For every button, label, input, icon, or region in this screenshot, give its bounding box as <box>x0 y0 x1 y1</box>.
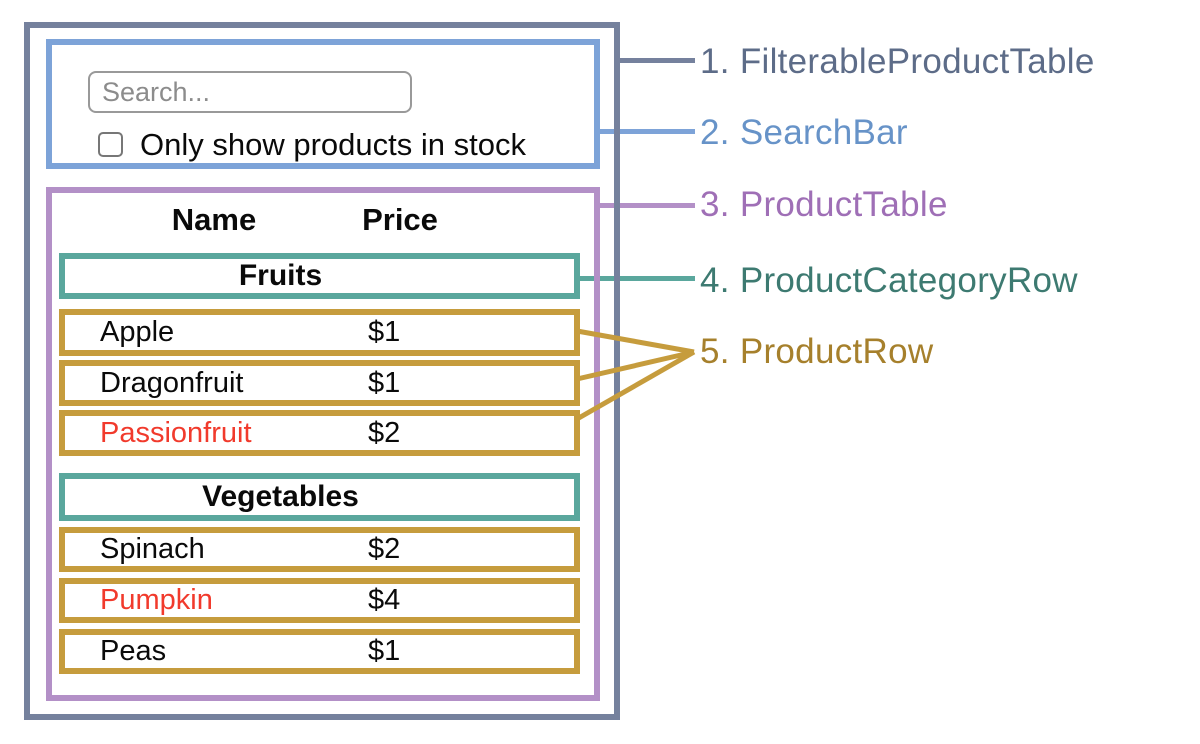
column-header-name: Name <box>171 202 257 237</box>
product-row-pumpkin: Pumpkin $4 <box>59 578 580 623</box>
legend-product-row: 5. ProductRow <box>700 332 934 371</box>
product-name: Spinach <box>100 533 205 565</box>
category-row-fruits: Fruits <box>59 253 580 299</box>
product-name: Pumpkin <box>100 584 213 616</box>
legend-search-bar: 2. SearchBar <box>700 113 908 152</box>
column-header-price: Price <box>362 202 438 237</box>
product-price: $1 <box>368 316 401 348</box>
legend-product-table: 3. ProductTable <box>700 185 948 224</box>
category-label: Vegetables <box>202 480 359 513</box>
product-price: $1 <box>368 635 401 667</box>
product-price: $4 <box>368 584 401 616</box>
product-name: Peas <box>100 635 167 667</box>
product-row-peas: Peas $1 <box>59 629 580 674</box>
product-name: Passionfruit <box>100 416 252 449</box>
product-row-apple: Apple $1 <box>59 309 580 356</box>
product-row-spinach: Spinach $2 <box>59 527 580 572</box>
product-price: $1 <box>368 366 401 399</box>
category-row-vegetables: Vegetables <box>59 473 580 521</box>
connector-search-bar <box>596 129 695 134</box>
product-table-box <box>46 187 600 701</box>
in-stock-checkbox[interactable] <box>98 132 123 157</box>
in-stock-checkbox-label: Only show products in stock <box>140 127 526 162</box>
category-label: Fruits <box>238 259 323 292</box>
connector-product-table <box>596 203 695 208</box>
search-bar-box <box>46 39 600 169</box>
product-row-arrow <box>575 328 696 422</box>
product-row-dragonfruit: Dragonfruit $1 <box>59 360 580 406</box>
legend-filterable-product-table: 1. FilterableProductTable <box>700 42 1095 81</box>
connector-filterable-product-table <box>617 58 695 63</box>
product-price: $2 <box>368 533 401 565</box>
product-row-passionfruit: Passionfruit $2 <box>59 410 580 456</box>
search-input[interactable] <box>88 71 412 113</box>
legend-product-category-row: 4. ProductCategoryRow <box>700 261 1078 300</box>
product-name: Dragonfruit <box>100 366 244 399</box>
product-name: Apple <box>100 316 175 348</box>
connector-product-category-row <box>570 276 695 281</box>
product-price: $2 <box>368 416 401 449</box>
